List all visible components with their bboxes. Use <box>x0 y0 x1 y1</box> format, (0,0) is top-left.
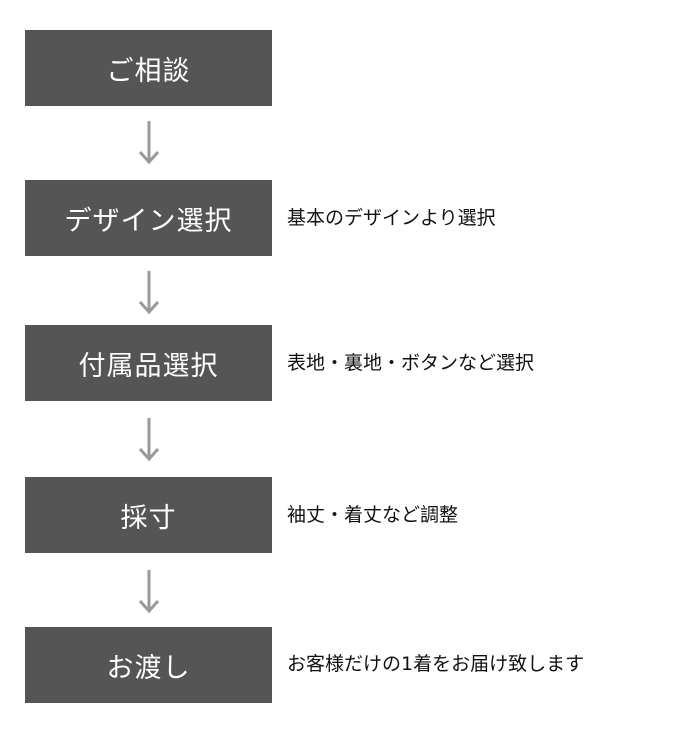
step-box-accessory-selection: 付属品選択 <box>25 325 272 401</box>
down-arrow-icon <box>138 570 160 614</box>
step-box-design-selection: デザイン選択 <box>25 180 272 256</box>
step-description: 袖丈・着丈など調整 <box>287 504 459 526</box>
step-description: 基本のデザインより選択 <box>287 207 496 229</box>
step-label: ご相談 <box>106 55 191 87</box>
step-label: お渡し <box>106 652 191 684</box>
step-label: デザイン選択 <box>64 205 233 237</box>
step-box-measurement: 採寸 <box>25 477 272 553</box>
down-arrow-icon <box>138 418 160 462</box>
step-label: 付属品選択 <box>78 350 219 382</box>
step-label: 採寸 <box>120 502 177 534</box>
down-arrow-icon <box>138 121 160 165</box>
step-box-delivery: お渡し <box>25 627 272 703</box>
step-description: 表地・裏地・ボタンなど選択 <box>287 352 535 374</box>
step-description: お客様だけの1着をお届け致します <box>287 653 585 675</box>
down-arrow-icon <box>138 271 160 315</box>
step-box-consultation: ご相談 <box>25 30 272 106</box>
